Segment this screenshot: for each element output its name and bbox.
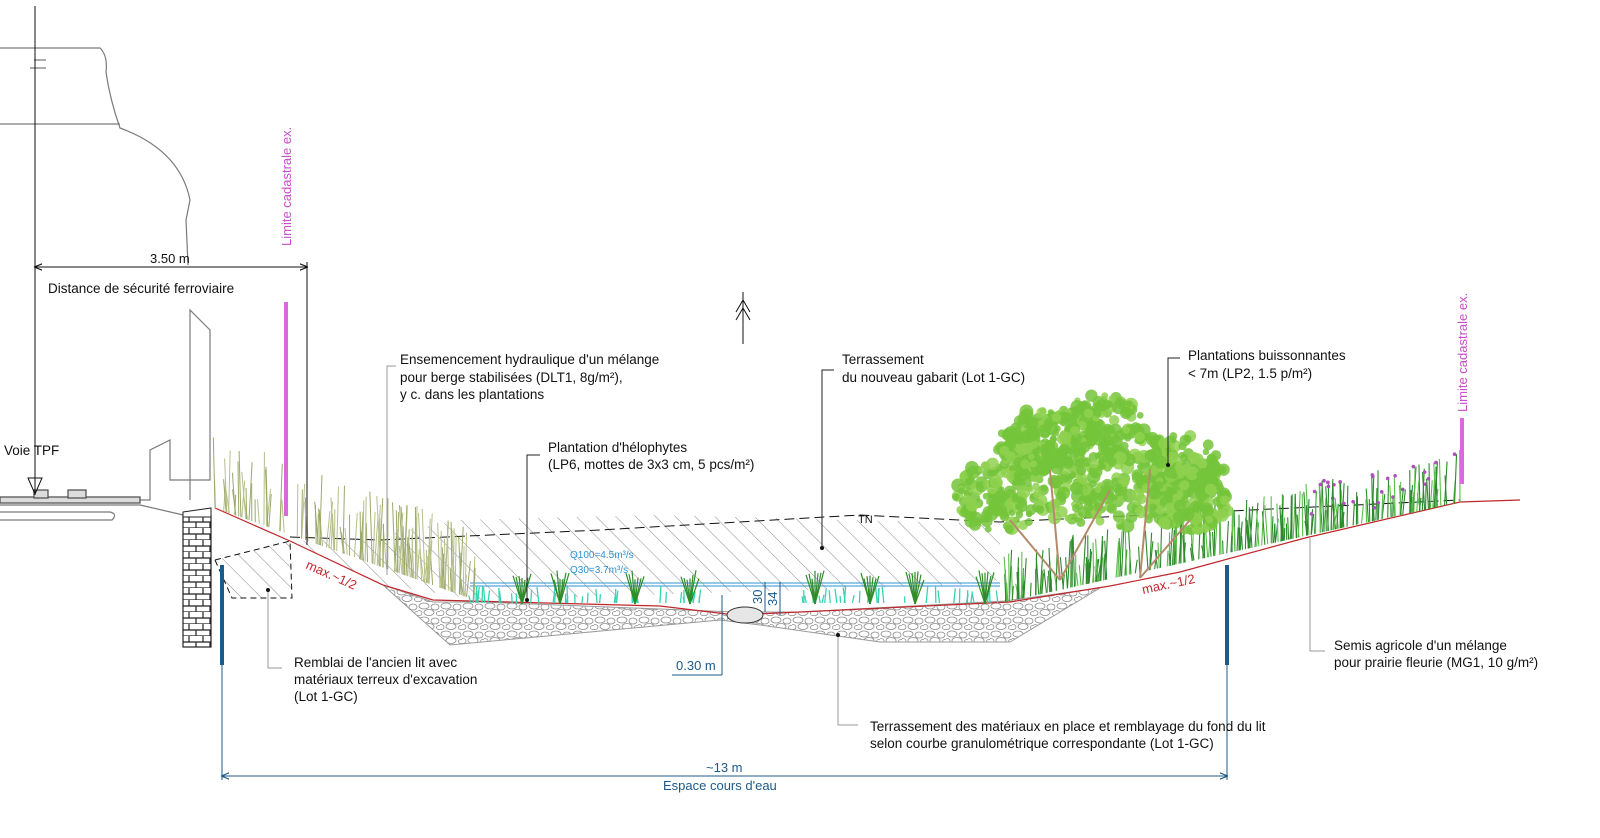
width-label: Espace cours d'eau	[663, 778, 777, 793]
hydroseed-line-3: y c. dans les plantations	[400, 387, 544, 402]
voie-label: Voie TPF	[4, 443, 59, 458]
helophytes-line-2: (LP6, mottes de 3x3 cm, 5 pcs/m²)	[548, 457, 754, 472]
rail-track	[0, 490, 140, 503]
remblai-old-bed-area	[215, 541, 292, 598]
bed-line-1: Terrassement des matériaux en place et r…	[870, 719, 1266, 734]
north-arrow-icon	[736, 292, 750, 344]
tn-label: TN	[858, 514, 873, 526]
terrassement-line-2: du nouveau gabarit (Lot 1-GC)	[842, 370, 1025, 385]
q30-label: Q30=3.7m³/s	[570, 565, 628, 576]
remblai-line-2: matériaux terreux d'excavation	[294, 672, 477, 687]
hydroseed-line-2: pour berge stabilisées (DLT1, 8g/m²),	[400, 370, 623, 385]
cadastre-label-left: Limite cadastrale ex.	[279, 127, 294, 246]
depth-34-label: 34	[765, 592, 780, 606]
rail-distance-label: Distance de sécurité ferroviaire	[48, 281, 234, 296]
rail-distance-value: 3.50 m	[150, 251, 190, 266]
hydroseed-line-1: Ensemencement hydraulique d'un mélange	[400, 352, 659, 367]
helophytes-line-1: Plantation d'hélophytes	[548, 440, 687, 455]
depth-30-label: 30	[750, 590, 765, 604]
terrassement-line-1: Terrassement	[842, 352, 924, 367]
bed-line-2: selon courbe granulométrique corresponda…	[870, 736, 1214, 751]
cadastre-label-right: Limite cadastrale ex.	[1455, 293, 1470, 412]
shrubs-line-2: < 7m (LP2, 1.5 p/m²)	[1188, 366, 1312, 381]
depth-030-label: 0.30 m	[676, 658, 716, 673]
semis-line-1: Semis agricole d'un mélange	[1334, 638, 1507, 653]
width-value: ~13 m	[706, 760, 743, 775]
retaining-wall	[183, 508, 211, 647]
shrubs-line-1: Plantations buissonnantes	[1188, 348, 1346, 363]
slope-right-label: max.~1/2	[1141, 571, 1197, 597]
remblai-line-1: Remblai de l'ancien lit avec	[294, 655, 457, 670]
remblai-line-3: (Lot 1-GC)	[294, 689, 358, 704]
semis-line-2: pour prairie fleurie (MG1, 10 g/m²)	[1334, 655, 1538, 670]
q100-label: Q100=4.5m³/s	[570, 550, 634, 561]
